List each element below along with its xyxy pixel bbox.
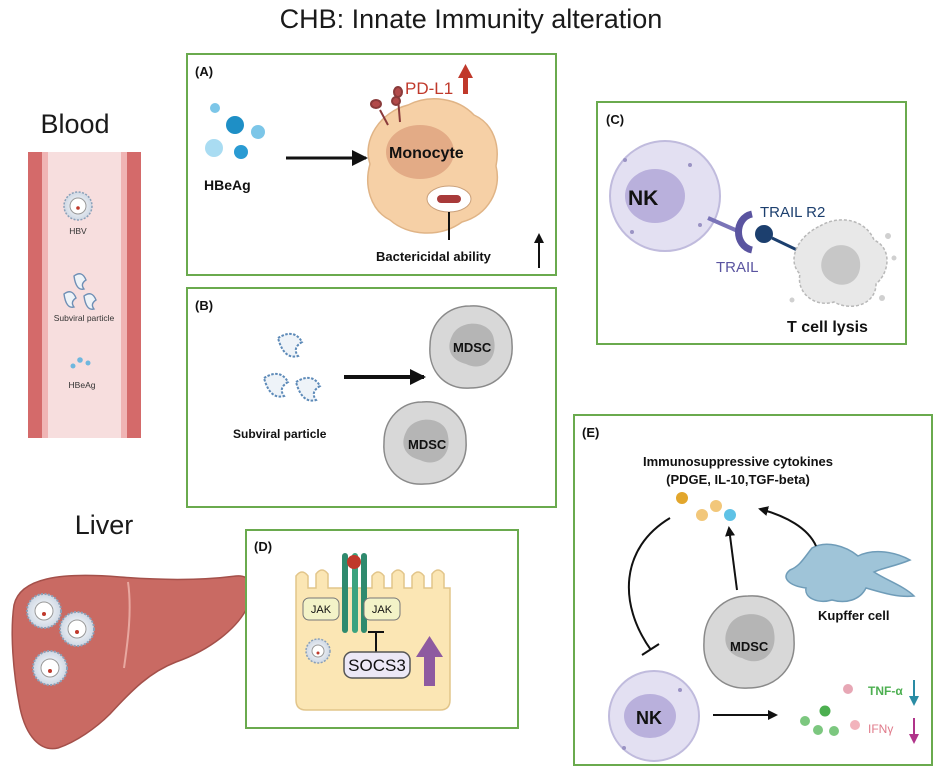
liver-virion-icon bbox=[26, 593, 95, 686]
trail-r2-receptor-icon bbox=[755, 225, 773, 243]
mdsc-label-e: MDSC bbox=[730, 639, 769, 654]
output-cytokine-dots-icon bbox=[800, 684, 860, 736]
mdsc-cell-1 bbox=[429, 305, 513, 389]
cytokine-dots-icon bbox=[676, 492, 736, 521]
nk-inhibition-bar bbox=[641, 643, 660, 656]
mdsc-cell-2 bbox=[383, 401, 467, 485]
panel-a-letter: (A) bbox=[195, 64, 213, 79]
mdsc-arrow bbox=[725, 526, 738, 591]
blood-hbv-label: HBV bbox=[69, 226, 87, 236]
hbeag-particles-icon bbox=[205, 103, 265, 159]
figure-title: CHB: Innate Immunity alteration bbox=[280, 4, 663, 34]
kupffer-arrow bbox=[758, 506, 817, 547]
mdsc-cell-e bbox=[703, 595, 795, 689]
blood-hbeag-label: HBeAg bbox=[69, 380, 96, 390]
socs3-up-arrow-icon bbox=[416, 636, 443, 686]
panel-b-letter: (B) bbox=[195, 298, 213, 313]
subviral-particle-icon bbox=[63, 273, 97, 310]
pd-l1-receptor-icon bbox=[370, 86, 403, 126]
trail-r2-label: TRAIL R2 bbox=[760, 204, 825, 221]
jak-label-1: JAK bbox=[311, 604, 332, 616]
nk-cell bbox=[609, 140, 721, 252]
hbv-virion-icon bbox=[63, 191, 93, 221]
blood-subviral-label: Subviral particle bbox=[54, 313, 115, 323]
panel-a-hbeag-label: HBeAg bbox=[204, 177, 251, 193]
t-cell-lysis-label: T cell lysis bbox=[787, 319, 868, 336]
tnf-label: TNF-α bbox=[868, 684, 903, 698]
t-cell-lysing bbox=[789, 219, 897, 307]
nk-label: NK bbox=[628, 187, 658, 210]
jak-box-1 bbox=[302, 597, 340, 621]
tnf-down-arrow-icon bbox=[909, 680, 919, 706]
trail-label: TRAIL bbox=[716, 259, 759, 276]
pd-l1-up-arrow-icon bbox=[458, 64, 473, 94]
socs3-box bbox=[343, 651, 411, 679]
cytokines-title: Immunosuppressive cytokines bbox=[643, 454, 833, 469]
bactericidal-label: Bactericidal ability bbox=[376, 249, 492, 264]
inhibition-bar bbox=[368, 631, 384, 652]
jak-label-2: JAK bbox=[372, 604, 393, 616]
mdsc-label-2: MDSC bbox=[408, 437, 447, 452]
panel-c-letter: (C) bbox=[606, 112, 624, 127]
kupffer-cell bbox=[785, 543, 916, 603]
subviral-particles-icon bbox=[262, 332, 322, 402]
trail-ligand-icon bbox=[735, 210, 754, 254]
blood-label: Blood bbox=[40, 109, 109, 139]
socs3-label: SOCS3 bbox=[348, 656, 406, 675]
pd-l1-label: PD-L1 bbox=[405, 79, 453, 98]
cytokine-receptor-icon bbox=[342, 553, 367, 633]
liver-label: Liver bbox=[75, 510, 134, 540]
panel-e-letter: (E) bbox=[582, 425, 599, 440]
mdsc-label-1: MDSC bbox=[453, 340, 492, 355]
monocyte-label: Monocyte bbox=[389, 145, 464, 162]
ifn-label: IFNγ bbox=[868, 722, 893, 736]
subviral-label: Subviral particle bbox=[233, 427, 327, 441]
kupffer-label: Kupffer cell bbox=[818, 608, 890, 623]
nk-label-e: NK bbox=[636, 708, 662, 728]
hepatocyte-virion-icon bbox=[305, 638, 331, 664]
jak-box-2 bbox=[363, 597, 401, 621]
nk-inhibition-curve bbox=[627, 517, 671, 651]
panel-d-letter: (D) bbox=[254, 539, 272, 554]
ifn-down-arrow-icon bbox=[909, 718, 919, 744]
cytokines-list: (PDGE, IL-10,TGF-beta) bbox=[666, 472, 810, 487]
hbeag-dots-icon bbox=[70, 357, 91, 369]
bactericidal-up-arrow-icon bbox=[534, 233, 544, 268]
nk-cell-e bbox=[608, 670, 700, 762]
monocyte-cell bbox=[367, 98, 499, 234]
trail-stalk bbox=[707, 216, 741, 234]
